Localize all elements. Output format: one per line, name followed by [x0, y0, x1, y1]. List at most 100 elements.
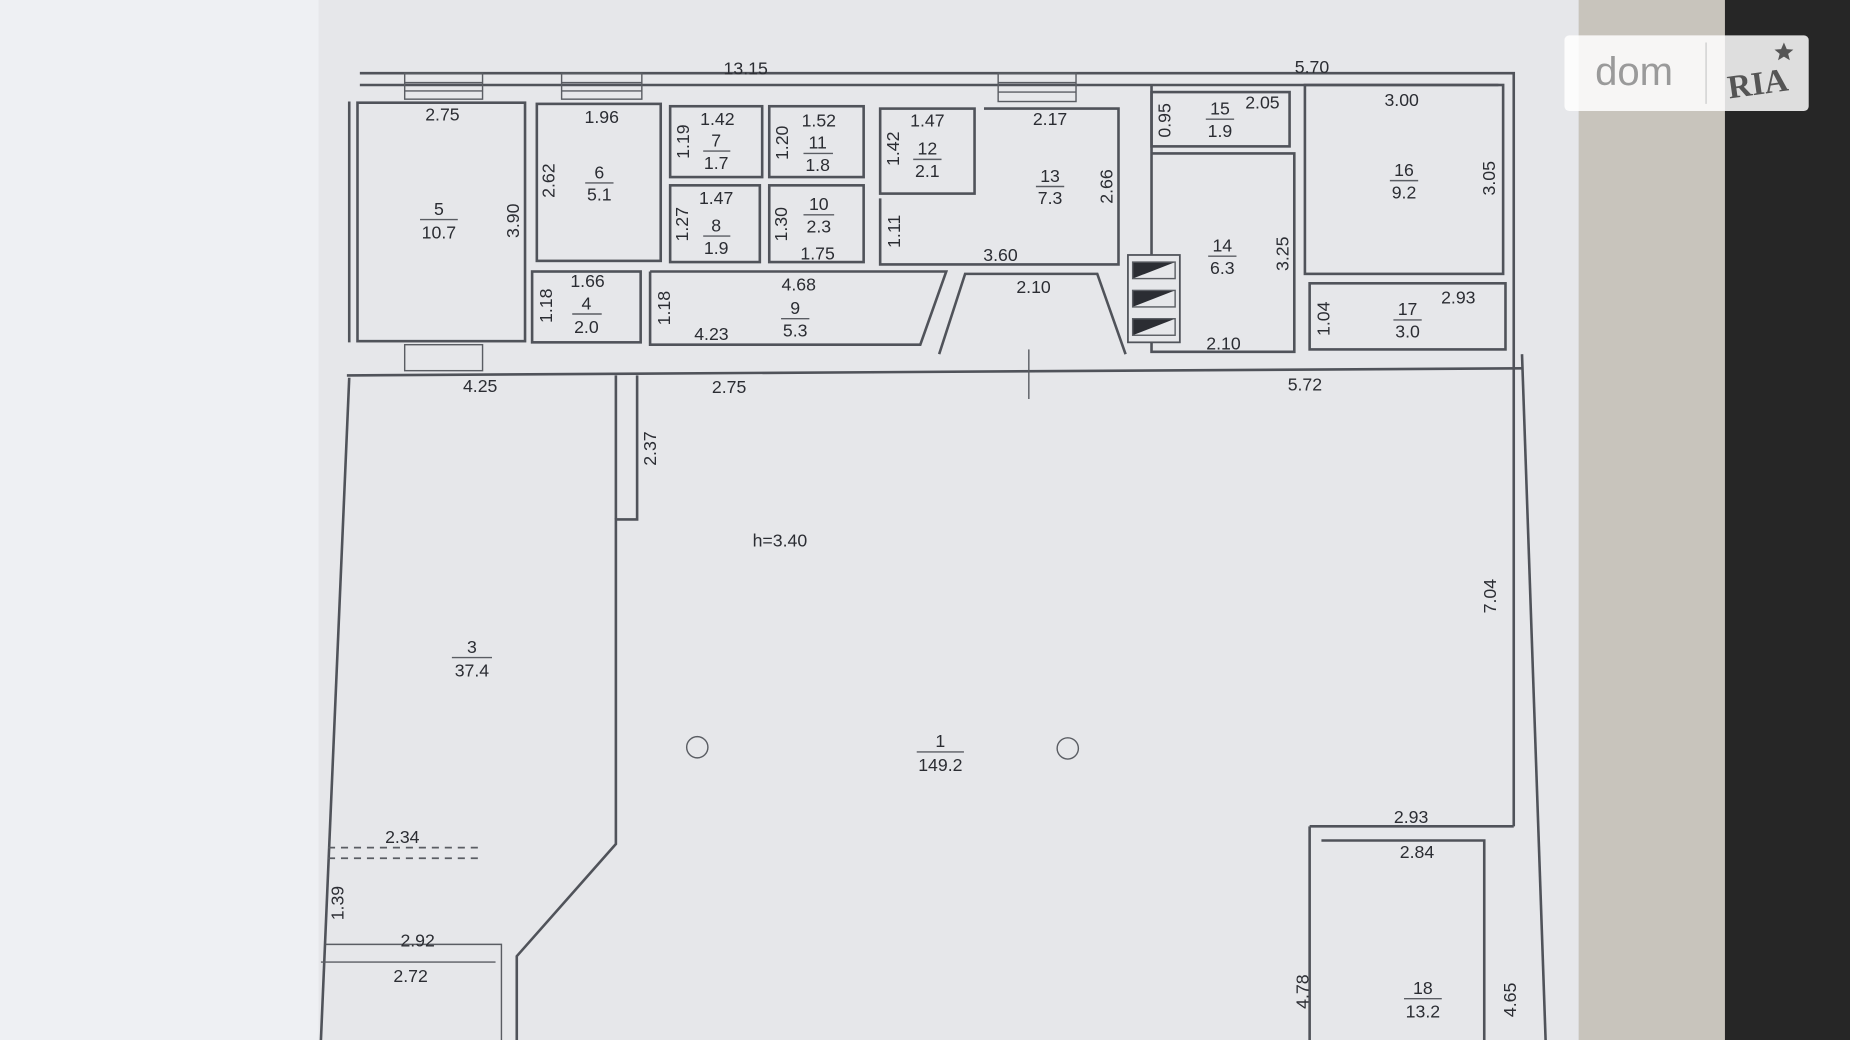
svg-text:2.0: 2.0	[574, 317, 599, 337]
room-18: 18 13.2	[1404, 978, 1442, 1022]
svg-text:16: 16	[1394, 160, 1414, 180]
dim: 1.66	[570, 271, 605, 291]
svg-text:6.3: 6.3	[1210, 258, 1235, 278]
dim: 2.66	[1097, 169, 1117, 204]
dim: 2.92	[400, 931, 434, 951]
dim: 2.34	[385, 827, 420, 847]
plan-paper-sheet	[318, 0, 1587, 1040]
svg-text:2.1: 2.1	[915, 161, 940, 181]
svg-text:1.7: 1.7	[704, 153, 729, 173]
ventilation-shafts	[1127, 254, 1181, 344]
room-12: 122.1	[913, 139, 942, 181]
dim: 1.19	[673, 124, 693, 158]
dim: 3.25	[1272, 236, 1292, 271]
dim: 3.05	[1479, 161, 1499, 196]
svg-text:12: 12	[918, 139, 938, 159]
dim: 4.68	[782, 274, 817, 294]
svg-text:3: 3	[467, 637, 477, 657]
left-paper-sheet	[0, 0, 366, 1040]
svg-text:3.0: 3.0	[1395, 322, 1420, 342]
dim: 2.62	[539, 163, 559, 197]
dim: 4.25	[463, 376, 498, 396]
watermark-dom: dom	[1595, 49, 1673, 94]
svg-text:5.1: 5.1	[587, 185, 612, 205]
dim: 4.23	[694, 324, 729, 344]
room-17: 173.0	[1393, 299, 1422, 342]
dim: 5.72	[1288, 375, 1322, 395]
svg-text:2.3: 2.3	[807, 217, 832, 237]
dim: 0.95	[1154, 103, 1174, 138]
dim: 2.17	[1033, 109, 1067, 129]
paper-stack-edge	[1578, 0, 1733, 1040]
svg-text:9: 9	[790, 298, 800, 318]
room-13: 137.3	[1035, 166, 1065, 208]
svg-text:9.2: 9.2	[1392, 182, 1417, 202]
room-3: 337.4	[451, 637, 492, 680]
dim: 2.05	[1245, 93, 1280, 113]
svg-text:13.2: 13.2	[1406, 1002, 1440, 1022]
dim: 3.00	[1384, 90, 1419, 110]
svg-text:7: 7	[711, 130, 721, 150]
dim: 4.78	[1292, 974, 1312, 1009]
room-16: 169.2	[1389, 160, 1419, 202]
dim: 2.10	[1206, 333, 1241, 353]
dim: 3.60	[983, 245, 1018, 265]
dim: 1.30	[771, 207, 791, 242]
dim: 4.65	[1500, 982, 1520, 1017]
dim: 1.20	[772, 125, 792, 160]
svg-text:1.8: 1.8	[805, 155, 830, 175]
svg-text:6: 6	[594, 162, 604, 182]
dim: 2.75	[425, 104, 460, 124]
star-icon	[1774, 42, 1794, 61]
room-14: 146.3	[1208, 235, 1237, 278]
vertical-dimensions: 0.95 1.19 1.20 1.42 2.62 3.90 2.66 3.05 …	[327, 103, 1520, 1017]
svg-text:1: 1	[935, 731, 945, 751]
dim: 7.04	[1480, 579, 1500, 614]
dim: 1.11	[884, 215, 904, 248]
room-11: 111.8	[803, 133, 833, 175]
dim: 1.42	[883, 132, 903, 166]
svg-text:17: 17	[1398, 299, 1418, 319]
svg-text:4: 4	[581, 293, 591, 313]
dim: 2.10	[1016, 277, 1051, 297]
svg-text:13: 13	[1040, 166, 1060, 186]
dim: 5.70	[1295, 57, 1330, 77]
svg-text:8: 8	[711, 215, 721, 235]
dim: 1.75	[800, 244, 835, 264]
svg-text:11: 11	[808, 133, 826, 153]
dim: 2.75	[712, 377, 747, 397]
dim: 1.96	[585, 107, 620, 127]
svg-text:5.3: 5.3	[783, 320, 808, 340]
dom-ria-watermark: dom RIA	[1564, 35, 1809, 111]
dim: 2.93	[1441, 287, 1476, 307]
ceiling-height-label: h=3.40	[753, 531, 808, 551]
svg-text:1.9: 1.9	[704, 238, 729, 258]
room-6: 65.1	[585, 162, 614, 205]
dim: 1.42	[700, 109, 734, 129]
dim: 2.72	[393, 966, 427, 986]
room-10: 102.3	[803, 194, 835, 237]
dim: 2.93	[1394, 807, 1429, 827]
svg-text:18: 18	[1413, 978, 1433, 998]
svg-text:7.3: 7.3	[1038, 188, 1063, 208]
walls	[319, 71, 1547, 1040]
dim: 1.47	[910, 110, 944, 130]
svg-text:10: 10	[809, 194, 829, 214]
dim: 1.52	[802, 110, 836, 130]
svg-text:15: 15	[1210, 99, 1230, 119]
dim: 1.39	[327, 886, 347, 920]
svg-text:10.7: 10.7	[422, 222, 456, 242]
svg-text:5: 5	[434, 199, 444, 219]
dim: 1.18	[654, 291, 674, 326]
dim: 1.04	[1314, 301, 1334, 336]
svg-text:37.4: 37.4	[455, 660, 490, 680]
horizontal-dimensions: 13.15 5.70 2.75 1.96 1.42 1.52 1.47 2.17…	[385, 57, 1476, 986]
watermark-ria: RIA	[1725, 62, 1790, 106]
svg-text:14: 14	[1212, 235, 1232, 255]
dim: 2.84	[1400, 842, 1435, 862]
dark-background	[1724, 0, 1850, 1040]
svg-text:1.9: 1.9	[1208, 121, 1233, 141]
dim: 13.15	[724, 58, 768, 78]
